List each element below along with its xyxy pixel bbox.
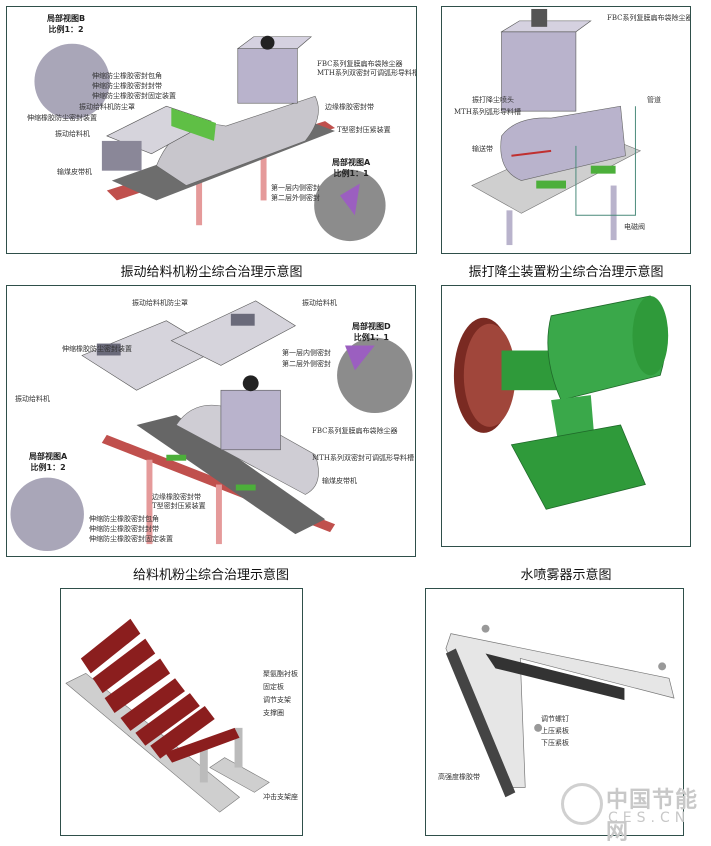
label-pipe: 管道 [647,96,661,104]
label-feeder-top: 振动给料机 [302,299,337,307]
detail-a-title: 局部视图A [332,158,371,167]
diagram-water-sprayer [441,285,691,547]
label-feeder-left: 振动给料机 [15,395,50,403]
rapping-device-drawing [471,8,642,246]
diagram-belt-clamp: 调节螺钉 上压紧板 下压紧板 高强度橡胶带 [425,588,684,836]
label-feeder: 振动给料机 [55,130,90,138]
detail-a-title: 局部视图A [29,452,68,461]
detail-a-scale: 比例1：2 [30,463,66,472]
label-b1: 伸缩防尘橡胶密封包角 [92,72,162,80]
label-hood: 振动给料机防尘罩 [79,103,135,111]
diagram-feeder-dust: 振动给料机防尘罩 振动给料机 伸缩橡胶防尘密封装置 振动给料机 局部视图D 比例1… [6,285,416,557]
label-edge: 边缘橡胶密封带 [152,493,201,501]
label-d1: 第一层内侧密封 [282,349,331,357]
label-fbc: FBC系列复膜扁布袋除尘器 [607,14,691,22]
label-valve: 电磁阀 [624,223,645,231]
label-a3: 伸缩防尘橡胶密封固定装置 [89,535,173,543]
label-belt: 输送带 [472,145,493,153]
label-screw: 调节螺钉 [541,715,569,723]
caption-rapping-device: 振打降尘装置粉尘综合治理示意图 [468,265,664,280]
detail-d-scale: 比例1：1 [353,333,389,342]
detail-a-scale: 比例1：1 [333,169,369,178]
label-a2: 第二层外侧密封 [271,194,320,202]
label-a1: 第一层内侧密封 [271,184,320,192]
label-edge: 边缘橡胶密封带 [325,103,374,111]
diagram-impact-bed: 聚氨酯衬板 固定板 调节支架 支撑圈 冲击支架座 [60,588,303,836]
label-fbc: FBC系列复膜扁布袋除尘器 [312,427,398,435]
label-upper: 上压紧板 [541,727,569,735]
label-a2: 伸缩防尘橡胶密封封带 [89,525,159,533]
label-tseal: T型密封压紧装置 [152,502,206,510]
label-lower: 下压紧板 [541,739,569,747]
label-rubber: 高强度橡胶带 [438,773,480,781]
watermark-en: CES.CN [608,810,691,826]
impact-bed-drawing [65,618,270,813]
label-mth: MTH系列弧形导料槽 [454,108,521,116]
label-seal: 伸缩橡胶防尘密封装置 [27,114,97,122]
diagram-rapping-dust-device: FBC系列复膜扁布袋除尘器 振打降尘喷头 MTH系列弧形导料槽 管道 输送带 电… [441,6,691,254]
label-mth: MTH系列双密封可调弧形导料槽 [317,69,417,77]
label-a1: 伸缩防尘橡胶密封包角 [89,515,159,523]
label-nozzle: 振打降尘喷头 [472,96,514,104]
detail-d-title: 局部视图D [352,322,391,331]
detail-b-title: 局部视图B [47,14,86,23]
label-d2: 第二层外侧密封 [282,360,331,368]
water-sprayer-drawing [453,295,669,510]
label-mth: MTH系列双密封可调弧形导料槽 [312,454,414,462]
watermark-logo-icon [561,783,603,825]
feeder-drawing [10,300,413,552]
caption-vibrating-feeder: 振动给料机粉尘综合治理示意图 [120,265,303,280]
watermark-cn: 中国节能网 [606,788,699,845]
label-base: 冲击支架座 [263,793,298,801]
label-belt: 输煤皮带机 [57,168,92,176]
label-belt: 输煤皮带机 [322,477,357,485]
label-support: 支撑圈 [263,709,284,717]
diagram-vibrating-feeder-dust: 局部视图B 比例1：2 伸缩防尘橡胶密封包角 伸缩防尘橡胶密封封带 伸缩防尘橡胶密… [6,6,417,254]
label-seal: 伸缩橡胶防尘密封装置 [62,345,132,353]
label-b3: 伸缩防尘橡胶密封固定装置 [92,92,176,100]
label-hood: 振动给料机防尘罩 [132,299,188,307]
label-fbc: FBC系列复膜扁布袋除尘器 [317,60,403,68]
label-b2: 伸缩防尘橡胶密封封带 [92,82,162,90]
vibrating-feeder-drawing [34,35,386,242]
caption-feeder: 给料机粉尘综合治理示意图 [132,568,289,583]
belt-clamp-drawing [445,624,675,798]
detail-b-scale: 比例1：2 [48,25,84,34]
label-tseal: T型密封压紧装置 [337,126,391,134]
caption-water-sprayer: 水喷雾器示意图 [520,568,612,583]
label-fixplate: 固定板 [263,683,284,691]
label-liner: 聚氨酯衬板 [263,670,298,678]
label-adjust: 调节支架 [263,696,291,704]
